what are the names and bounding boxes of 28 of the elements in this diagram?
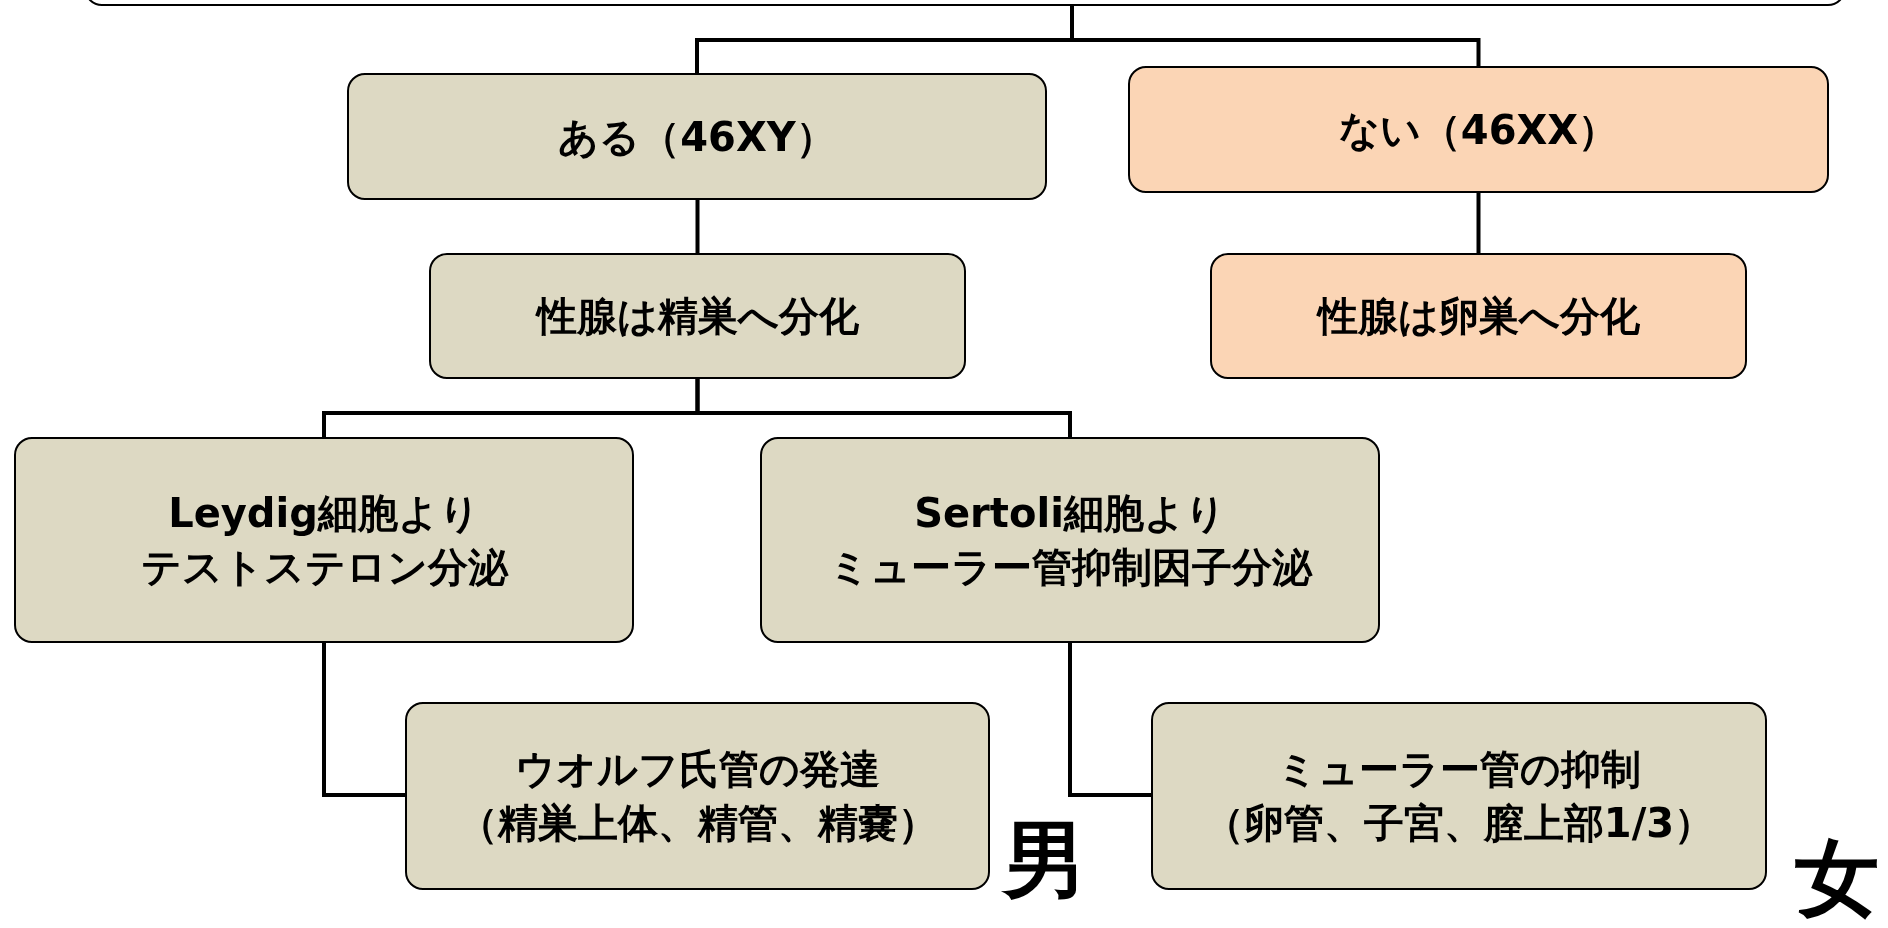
process-box: [405, 702, 990, 890]
process-box: [347, 73, 1047, 200]
connector-line: [1068, 643, 1151, 797]
process-box: [1151, 702, 1767, 890]
box-text: Sertoli細胞より: [914, 489, 1226, 538]
connector-line: [695, 379, 1072, 437]
box-text: 性腺は卵巣へ分化: [1317, 292, 1640, 341]
process-box: [1128, 66, 1829, 193]
box-text: ミューラー管抑制因子分泌: [828, 543, 1312, 592]
box-text: （卵管、子宮、膣上部1/3）: [1203, 799, 1715, 848]
box-text: ウオルフ氏管の発達: [515, 745, 880, 794]
process-box: [1210, 253, 1747, 379]
connector-line: [1070, 6, 1481, 66]
process-box: [760, 437, 1380, 643]
box-text: （精巣上体、精管、精嚢）: [457, 799, 938, 848]
process-box: [14, 437, 634, 643]
sex-label: 男: [1003, 818, 1087, 902]
box-text: Leydig細胞より: [168, 489, 480, 538]
box-text: ない（46XX）: [1338, 105, 1619, 155]
connector-line: [695, 200, 700, 253]
box-text: ある（46XY）: [558, 112, 836, 162]
process-box: [429, 253, 966, 379]
sex-label: 女: [1795, 836, 1879, 920]
box-text: ミューラー管の抑制: [1277, 745, 1641, 794]
box-text: テストステロン分泌: [140, 543, 508, 592]
connector-line: [322, 643, 405, 797]
box-text: 性腺は精巣へ分化: [536, 292, 859, 341]
connector-line: [1476, 193, 1481, 253]
